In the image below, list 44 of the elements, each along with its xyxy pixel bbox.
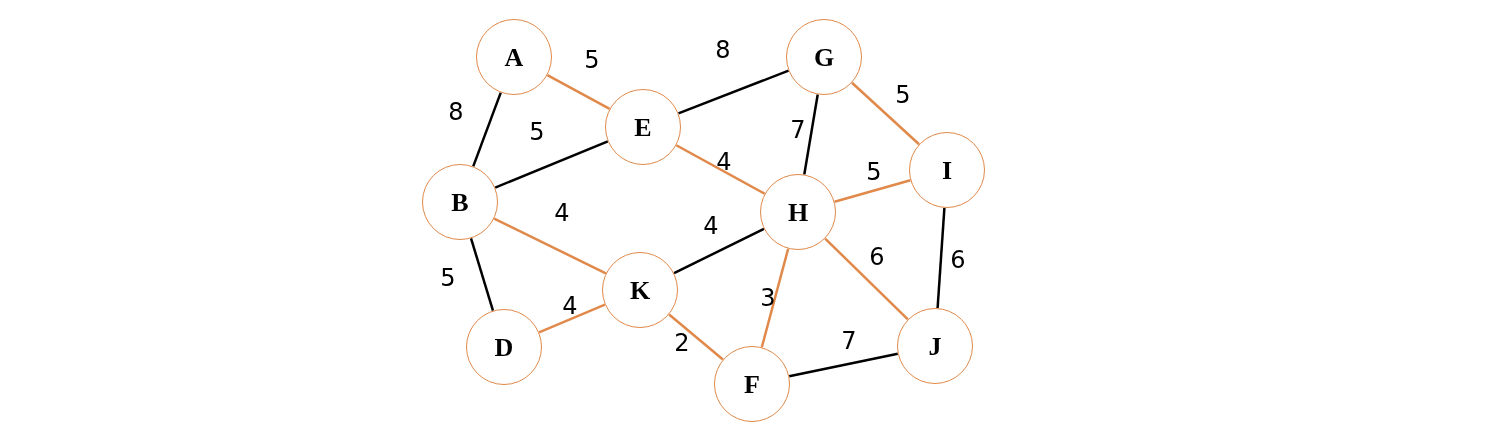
edge-line (760, 248, 790, 348)
vertex-label: D (494, 331, 514, 364)
edge-line (668, 313, 724, 361)
edge-label: 5 (529, 120, 545, 144)
edge-line (851, 81, 920, 146)
edge-label: 2 (674, 331, 690, 355)
edge-label: 5 (895, 83, 911, 107)
edge-label: 4 (703, 214, 719, 238)
vertex-label: J (928, 330, 942, 363)
edge-label: 7 (841, 329, 857, 353)
edge-label: 4 (562, 294, 578, 318)
edge-line (546, 74, 611, 110)
edge-label: 4 (716, 150, 732, 174)
edge-line (803, 94, 819, 175)
edge-label: 6 (869, 245, 885, 269)
edge-label: 5 (584, 48, 600, 72)
edge-line (469, 238, 495, 311)
vertex-label: H (787, 196, 809, 229)
vertex-label: K (629, 274, 651, 307)
edge-line (788, 352, 899, 378)
edge-label: 6 (950, 248, 966, 272)
vertex-label: E (634, 111, 652, 144)
edge-label: 7 (790, 118, 806, 142)
vertex-label: F (744, 368, 760, 401)
edge-line (824, 237, 909, 321)
vertex-label: A (504, 41, 524, 74)
edge-line (493, 217, 607, 275)
vertex-label: G (813, 41, 835, 74)
edge-line (678, 69, 789, 115)
edge-line (538, 303, 606, 334)
edge-line (494, 140, 609, 189)
edge-label: 5 (440, 266, 456, 290)
edge-line (834, 179, 911, 203)
edge-line (936, 207, 946, 309)
edge-line (675, 144, 766, 195)
edge-line (673, 227, 765, 275)
edge-label: 8 (715, 38, 731, 62)
edge-label: 8 (448, 100, 464, 124)
edge-label: 4 (554, 201, 570, 225)
vertex-label: B (451, 186, 469, 219)
edge-line (472, 92, 502, 167)
vertex-label: I (941, 154, 953, 187)
edge-label: 3 (760, 286, 776, 310)
edge-label: 5 (866, 160, 882, 184)
